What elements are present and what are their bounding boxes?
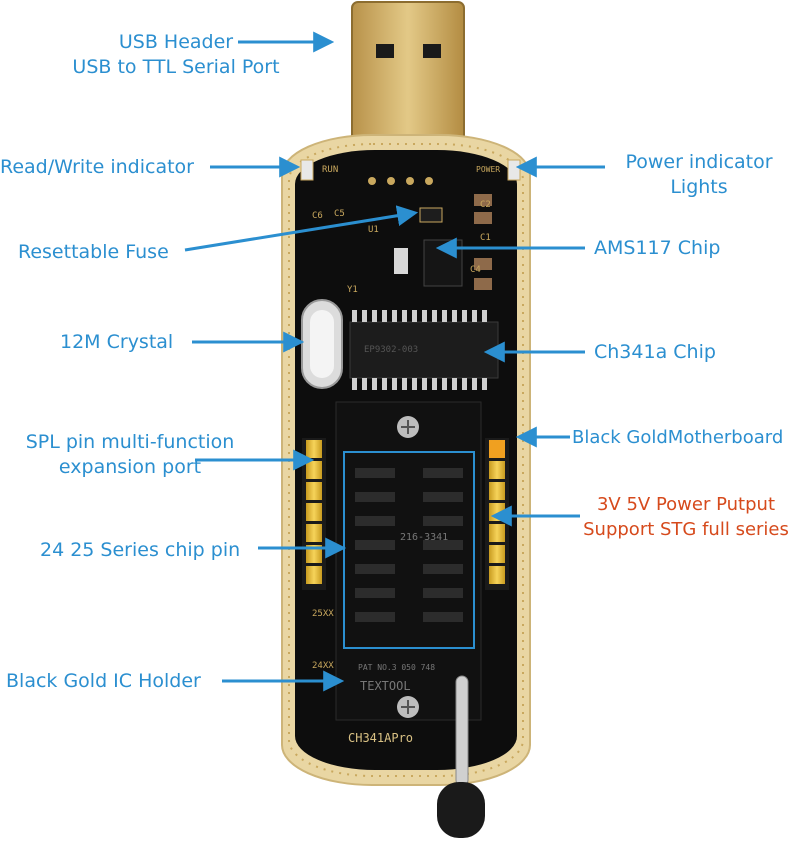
label-usb-header: USB Header USB to TTL Serial Port: [58, 30, 294, 80]
label-series-chip-pin: 24 25 Series chip pin: [40, 539, 241, 561]
label-power-indicator-line2: Lights: [670, 176, 728, 198]
silk-y1: Y1: [347, 285, 358, 295]
label-power-output-line1: 3V 5V Power Putput: [596, 494, 775, 515]
label-resettable-fuse: Resettable Fuse: [18, 241, 169, 263]
silk-power: POWER: [476, 165, 500, 174]
silk-run: RUN: [322, 165, 338, 175]
label-crystal: 12M Crystal: [60, 331, 174, 353]
label-power-output: 3V 5V Power Putput Support STG full seri…: [576, 492, 796, 542]
label-ams-chip: AMS117 Chip: [594, 237, 721, 259]
silk-socket-marking: 216-3341: [400, 532, 448, 543]
silk-u1: U1: [368, 225, 379, 235]
socket-slots: [355, 468, 463, 622]
silk-c1: C1: [480, 233, 491, 243]
label-rw-indicator: Read/Write indicator: [0, 156, 194, 178]
label-power-output-line2: Support STG full series: [583, 519, 789, 540]
label-usb-header-line2: USB to TTL Serial Port: [72, 56, 280, 78]
silk-24xx: 24XX: [312, 661, 334, 671]
arrow-resettable-fuse: [184, 205, 419, 252]
silk-c4: C4: [470, 265, 481, 275]
label-spl-pin-line2: expansion port: [58, 456, 202, 478]
silk-25xx: 25XX: [312, 609, 334, 619]
pcb-board: [281, 134, 531, 838]
usb-plug: [351, 1, 465, 158]
leader-arrows: [184, 31, 605, 692]
label-power-indicator: Power indicator Lights: [606, 150, 792, 200]
label-spl-pin: SPL pin multi-function expansion port: [10, 430, 250, 480]
label-spl-pin-line1: SPL pin multi-function: [25, 431, 235, 453]
silk-patent: PAT NO.3 050 748: [358, 663, 435, 672]
silk-c5: C5: [334, 209, 345, 219]
silk-model: CH341APro: [348, 731, 413, 745]
silk-chip-marking: EP9302-003: [364, 345, 418, 355]
label-power-indicator-line1: Power indicator: [625, 151, 773, 173]
right-header-pins: [485, 438, 509, 590]
silk-c6: C6: [312, 211, 323, 221]
label-ch341a-chip: Ch341a Chip: [594, 341, 716, 363]
label-black-gold-motherboard: Black GoldMotherboard: [572, 427, 784, 448]
silk-c2: C2: [480, 200, 491, 210]
label-usb-header-line1: USB Header: [118, 31, 234, 53]
label-ic-holder: Black Gold IC Holder: [6, 670, 201, 692]
silkscreen: RUN POWER C6 C5 C2 C1 C4 Y1 U1 EP9302-00…: [312, 165, 500, 745]
chip-pins: [352, 310, 487, 390]
silk-brand: TEXTOOL: [360, 679, 411, 693]
